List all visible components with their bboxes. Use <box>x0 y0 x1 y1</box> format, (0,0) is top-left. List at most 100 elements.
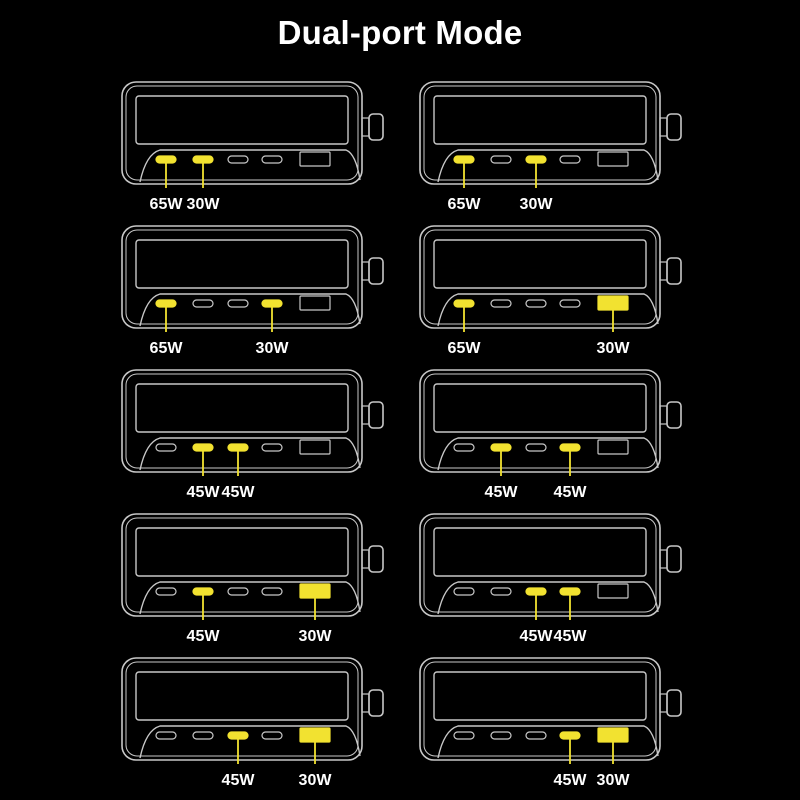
power-label: 30W <box>597 772 631 789</box>
charger-body-inner <box>423 517 657 613</box>
charger-body-inner <box>423 85 657 181</box>
knob <box>368 689 384 717</box>
charger-body-inner <box>125 517 359 613</box>
charger-body <box>419 225 661 329</box>
power-label: 30W <box>299 628 333 645</box>
usb-c-port-active <box>559 731 581 740</box>
usb-c-port <box>453 443 475 452</box>
charger-body <box>121 369 363 473</box>
usb-a-port-active <box>597 295 629 311</box>
port-bay <box>139 293 361 327</box>
knob <box>368 545 384 573</box>
usb-c-port <box>227 587 249 596</box>
usb-c-port-active <box>559 587 581 596</box>
knob <box>368 113 384 141</box>
port-bay <box>139 725 361 759</box>
usb-c-port <box>227 299 249 308</box>
charger-unit: 45W 30W <box>419 657 682 789</box>
charger-body <box>419 369 661 473</box>
power-label: 30W <box>597 340 631 357</box>
power-label: 45W <box>520 628 554 645</box>
charger-unit: 65W 30W <box>419 225 682 357</box>
display-screen <box>433 239 647 289</box>
knob-neck <box>659 549 668 569</box>
usb-c-port-active <box>192 155 214 164</box>
usb-c-port <box>490 731 512 740</box>
power-label: 30W <box>299 772 333 789</box>
usb-c-port <box>261 587 283 596</box>
knob-neck <box>659 693 668 713</box>
display-screen <box>135 239 349 289</box>
charger-body <box>121 225 363 329</box>
port-bay <box>139 149 361 183</box>
usb-c-port <box>227 155 249 164</box>
power-label: 65W <box>448 340 482 357</box>
usb-c-port-active <box>155 299 177 308</box>
charger-body <box>419 81 661 185</box>
usb-c-port <box>525 299 547 308</box>
usb-c-port-active <box>525 587 547 596</box>
knob <box>666 545 682 573</box>
power-label: 45W <box>554 628 588 645</box>
port-bay <box>437 725 659 759</box>
usb-c-port <box>453 587 475 596</box>
display-screen <box>433 527 647 577</box>
usb-c-port-active <box>490 443 512 452</box>
knob <box>666 257 682 285</box>
knob-neck <box>361 405 370 425</box>
knob-neck <box>361 117 370 137</box>
power-label: 30W <box>520 196 554 213</box>
usb-c-port-active <box>453 155 475 164</box>
usb-c-port <box>490 155 512 164</box>
usb-a-port <box>597 439 629 455</box>
power-label: 45W <box>187 484 221 501</box>
page-title: Dual-port Mode <box>277 14 523 51</box>
knob-neck <box>659 261 668 281</box>
charger-body-inner <box>125 661 359 757</box>
usb-c-port <box>490 299 512 308</box>
power-label: 45W <box>554 484 588 501</box>
knob-neck <box>361 549 370 569</box>
power-label: 45W <box>554 772 588 789</box>
usb-c-port-active <box>227 443 249 452</box>
charger-body <box>121 513 363 617</box>
usb-a-port-active <box>597 727 629 743</box>
usb-c-port <box>155 731 177 740</box>
knob <box>666 689 682 717</box>
usb-c-port <box>525 443 547 452</box>
power-label: 30W <box>256 340 290 357</box>
usb-a-port-active <box>299 727 331 743</box>
port-bay <box>437 149 659 183</box>
usb-c-port-active <box>155 155 177 164</box>
usb-a-port <box>597 583 629 599</box>
usb-a-port <box>299 439 331 455</box>
usb-a-port <box>299 295 331 311</box>
usb-c-port <box>261 155 283 164</box>
charger-body <box>419 657 661 761</box>
knob <box>368 401 384 429</box>
usb-c-port <box>192 731 214 740</box>
charger-unit: 65W 30W <box>419 81 682 213</box>
display-screen <box>433 383 647 433</box>
charger-body-inner <box>423 373 657 469</box>
knob <box>368 257 384 285</box>
knob-neck <box>361 693 370 713</box>
charger-body-inner <box>423 661 657 757</box>
display-screen <box>135 95 349 145</box>
power-label: 65W <box>448 196 482 213</box>
display-screen <box>135 527 349 577</box>
knob-neck <box>361 261 370 281</box>
usb-c-port <box>192 299 214 308</box>
usb-a-port <box>299 151 331 167</box>
usb-c-port <box>155 443 177 452</box>
charger-body <box>121 81 363 185</box>
charger-body-inner <box>125 85 359 181</box>
power-label: 65W <box>150 196 184 213</box>
knob-neck <box>659 405 668 425</box>
